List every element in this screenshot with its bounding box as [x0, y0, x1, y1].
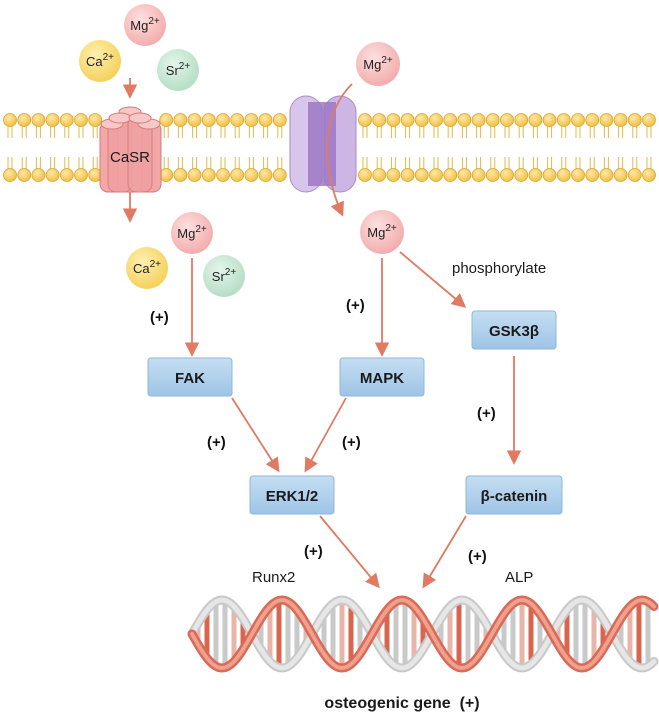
erk-label: ERK1/2	[266, 488, 319, 505]
plus-mapk-erk: (+)	[342, 434, 361, 451]
plus-mapk: (+)	[346, 297, 365, 314]
footer-caption: osteogenic gene (+)	[324, 695, 479, 712]
svg-text:Sr2+: Sr2+	[166, 61, 191, 78]
ion-sr-top-left: Sr2+	[157, 49, 199, 91]
alp-label: ALP	[505, 569, 533, 586]
plus-fak: (+)	[150, 309, 169, 326]
plus-alp: (+)	[468, 548, 487, 565]
svg-text:Mg2+: Mg2+	[363, 55, 393, 72]
ion-sr-inner-left: Sr2+	[203, 255, 245, 297]
box-gsk3b: GSK3β	[471, 310, 557, 350]
plus-fak-erk: (+)	[207, 434, 226, 451]
ion-ca-inner-left: Ca2+	[126, 247, 168, 289]
ion-mg-top-right: Mg2+	[356, 42, 400, 86]
dna-helix	[187, 595, 659, 673]
arrow-fak-erk	[231, 397, 280, 473]
svg-text:Sr2+: Sr2+	[212, 267, 237, 284]
svg-text:Ca2+: Ca2+	[86, 52, 114, 69]
cell-membrane	[3, 113, 656, 182]
runx2-label: Runx2	[252, 569, 295, 586]
arrows	[122, 78, 522, 589]
ion-mg-top-left: Mg2+	[124, 4, 166, 46]
ion-mg-inner-right: Mg2+	[360, 210, 404, 254]
phosphorylate-label: phosphorylate	[452, 260, 546, 277]
arrow-mg-gsk3b	[399, 251, 467, 308]
svg-text:Mg2+: Mg2+	[367, 223, 397, 240]
box-catenin: β-catenin	[465, 475, 563, 515]
ion-channel	[289, 95, 357, 193]
gsk3b-label: GSK3β	[489, 323, 539, 340]
box-fak: FAK	[147, 357, 233, 397]
casr-receptor: CaSR	[99, 106, 162, 193]
mapk-label: MAPK	[360, 370, 404, 387]
ion-ca-top-left: Ca2+	[79, 40, 121, 82]
arrow-mapk-erk	[304, 397, 347, 473]
arrow-channel-mg	[326, 83, 353, 217]
box-erk: ERK1/2	[249, 475, 335, 515]
svg-text:Mg2+: Mg2+	[130, 16, 160, 33]
box-mapk: MAPK	[339, 357, 425, 397]
plus-gsk3b: (+)	[477, 405, 496, 422]
arrow-catenin-dna	[422, 515, 467, 589]
arrow-erk-dna	[319, 515, 380, 589]
svg-text:Mg2+: Mg2+	[177, 224, 207, 241]
svg-text:Ca2+: Ca2+	[133, 259, 161, 276]
fak-label: FAK	[175, 370, 205, 387]
casr-label: CaSR	[110, 149, 150, 166]
ion-mg-inner-left: Mg2+	[171, 212, 213, 254]
plus-runx2: (+)	[304, 543, 323, 560]
catenin-label: β-catenin	[481, 488, 548, 505]
